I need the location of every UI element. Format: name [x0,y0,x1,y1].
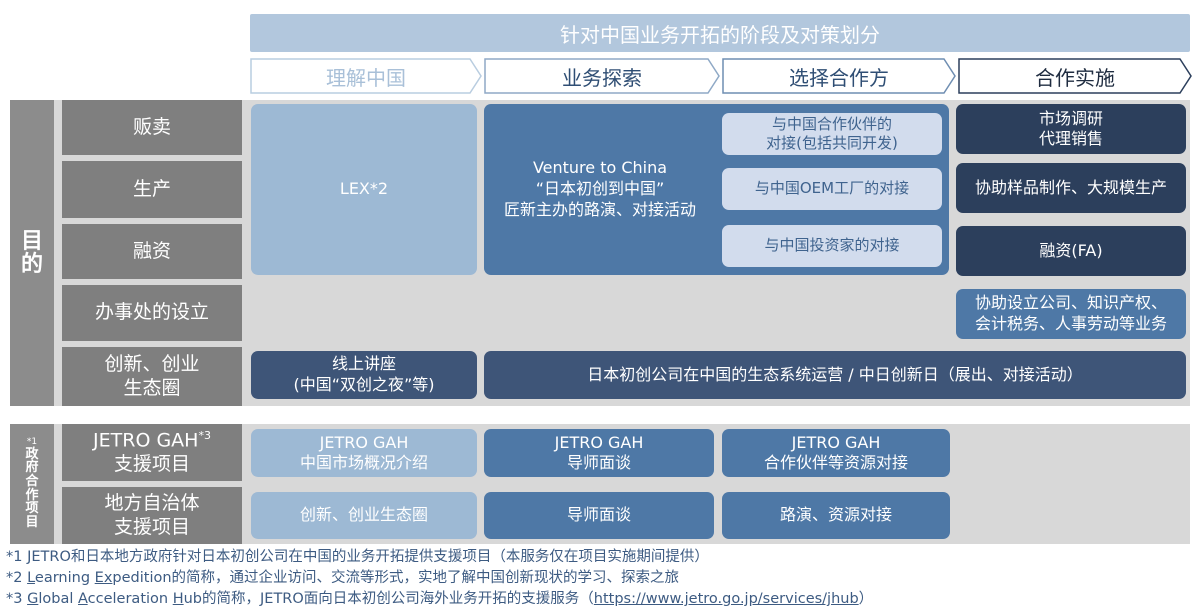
label-line: 创新、创业 [104,352,200,375]
fn-text: earning [34,570,95,586]
fn-underline: L [27,570,35,586]
oem-matching-box: 与中国OEM工厂的对接 [722,168,942,210]
gov-char: 项 [25,501,39,517]
fn-text: ub的简称，JETRO面向日本初创公司海外业务开拓的支援服务（ [183,591,594,607]
footnote-2: *2 Learning Expedition的简称，通过企业访问、交流等形式，实… [6,566,679,587]
label-line: 支援项目 [113,452,190,475]
gah-partner-box: JETRO GAH 合作伙伴等资源对接 [722,429,950,477]
box-line: JETRO GAH [319,433,409,452]
purpose-label: 目 的 [10,100,54,406]
gov-char: 府 [25,460,39,476]
sample-production-box: 协助样品制作、大规模生产 [956,163,1186,213]
vtc-line: Venture to China [532,158,668,178]
fn-underline: G [27,591,39,607]
box-line: 会计税务、人事劳动等业务 [974,314,1167,333]
fn-text: *2 [6,570,28,586]
footnote-mark: *1 [26,437,38,448]
row-label-financing: 融资 [62,224,242,279]
label-line: 生态圈 [123,376,181,399]
fn-text: lobal [38,591,78,607]
box-line: 对接(包括共同开发) [766,134,898,152]
footnote-3: *3 Global Acceleration Hub的简称，JETRO面向日本初… [6,587,873,608]
online-seminar-box: 线上讲座 (中国“双创之夜”等) [251,351,477,399]
row-label-innovation: 创新、创业 生态圈 [62,347,242,406]
box-line: 导师面谈 [566,453,631,472]
stage-arrow-shape [250,58,482,94]
fn-text: ） [858,591,874,607]
stage-arrow-shape [722,58,956,94]
local-mentor-box: 导师面谈 [484,492,714,539]
gah-mentor-box: JETRO GAH 导师面谈 [484,429,714,477]
partner-matching-box: 与中国合作伙伴的 对接(包括共同开发) [722,113,942,155]
stage-label: 业务探索 [562,65,642,90]
label-line: JETRO GAH*3 [93,429,211,453]
vtc-line: “日本初创到中国” [535,179,665,199]
box-line: JETRO GAH [554,433,644,452]
box-line: 协助设立公司、知识产权、 [974,293,1167,313]
row-label-production: 生产 [62,161,242,218]
purpose-char: 的 [20,252,43,277]
gov-char: 作 [25,487,39,503]
row-label-office: 办事处的设立 [62,285,242,341]
fn-underline: Ex [94,570,113,586]
box-line: 市场调研 [1038,109,1103,128]
lex-box: LEX*2 [251,104,477,275]
label-line: 支援项目 [113,515,190,538]
local-pitch-box: 路演、资源对接 [722,492,950,539]
jhub-link[interactable]: https://www.jetro.go.jp/services/jhub [593,591,859,607]
investor-matching-box: 与中国投资家的对接 [722,225,942,267]
stage-label: 选择合作方 [789,65,889,90]
gah-market-overview-box: JETRO GAH 中国市场概况介绍 [251,429,477,477]
fn-text: *3 [6,591,28,607]
gov-project-label: *1 政 府 合 作 项 目 [10,424,54,544]
ecosystem-box: 日本初创公司在中国的生态系统运营 / 中日创新日（展出、对接活动） [484,351,1186,399]
fn-underline: H [172,591,184,607]
financing-fa-box: 融资(FA) [956,226,1186,276]
gah-text: JETRO GAH [93,428,199,451]
stage-select-partner: 选择合作方 [722,58,956,94]
gov-char: 政 [25,446,39,462]
label-line: 地方自治体 [104,491,200,514]
stage-label: 合作实施 [1035,65,1115,90]
row-label-gah: JETRO GAH*3 支援项目 [62,424,242,481]
row-label-sales: 贩卖 [62,100,242,155]
market-research-box: 市场调研 代理销售 [956,104,1186,154]
gov-char: 目 [25,515,39,530]
fn-underline: A [77,591,88,607]
box-line: (中国“双创之夜”等) [293,375,435,394]
stage-label: 理解中国 [326,65,406,90]
box-line: 合作伙伴等资源对接 [763,453,908,472]
fn-text: cceleration [87,591,173,607]
vtc-text: Venture to China “日本初创到中国” 匠新主办的路演、对接活动 [484,158,716,220]
box-line: 中国市场概况介绍 [299,453,428,472]
main-title: 针对中国业务开拓的阶段及对策划分 [250,14,1190,52]
box-line: 与中国合作伙伴的 [771,115,892,134]
gov-char: 合 [25,474,39,490]
fn-text: pedition的简称，通过企业访问、交流等形式，实地了解中国创新现状的学习、探… [112,570,680,586]
footnote-1: *1 JETRO和日本地方政府针对日本初创公司在中国的业务开拓提供支援项目（本服… [6,549,709,565]
purpose-char: 目 [20,228,43,254]
stage-arrow-shape [484,58,720,94]
stage-understand-china: 理解中国 [250,58,482,94]
local-ecosystem-box: 创新、创业生态圈 [251,492,477,539]
box-line: 代理销售 [1038,129,1103,148]
footnote-mark: *3 [198,428,211,442]
stage-arrow-shape [958,58,1192,94]
box-line: JETRO GAH [791,433,881,452]
office-support-box: 协助设立公司、知识产权、 会计税务、人事劳动等业务 [956,289,1186,339]
row-label-local-gov: 地方自治体 支援项目 [62,487,242,544]
stage-business-exploration: 业务探索 [484,58,720,94]
box-line: 线上讲座 [331,354,396,374]
stage-cooperation: 合作实施 [958,58,1192,94]
vtc-line: 匠新主办的路演、对接活动 [503,199,696,219]
